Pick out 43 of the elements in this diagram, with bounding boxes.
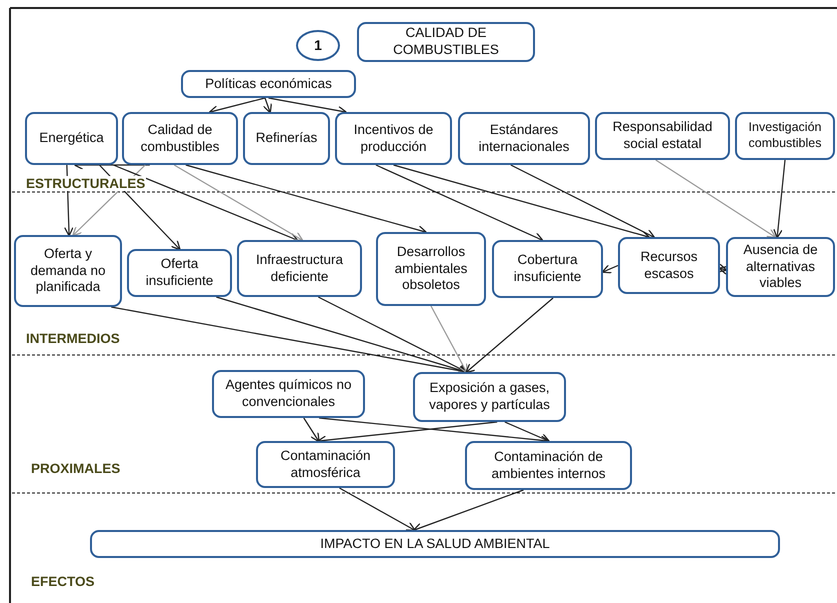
concept-box: Recursos escasos: [618, 237, 720, 294]
arrow: [174, 164, 304, 242]
arrow: [773, 160, 786, 238]
arrow: [602, 264, 618, 274]
arrow: [655, 160, 776, 238]
arrow: [465, 298, 554, 374]
arrow: [339, 487, 416, 532]
concept-box: Exposición a gases, vapores y partículas: [413, 372, 566, 422]
concept-box: Oferta y demanda no planificada: [14, 235, 122, 307]
level-heading: INTERMEDIOS: [25, 331, 121, 346]
concept-box: Desarrollos ambientales obsoletos: [376, 232, 486, 306]
concept-box: IMPACTO EN LA SALUD AMBIENTAL: [90, 530, 780, 558]
arrow: [376, 164, 544, 242]
level-heading: ESTRUCTURALES: [25, 176, 146, 191]
arrow: [262, 98, 272, 114]
concept-box: Responsabilidad social estatal: [595, 112, 730, 160]
number-circle: 1: [296, 30, 340, 61]
concept-box: Políticas económicas: [181, 70, 356, 98]
level-heading: EFECTOS: [30, 574, 96, 589]
concept-box: Cobertura insuficiente: [492, 240, 603, 298]
concept-box: Contaminación atmosférica: [256, 441, 395, 488]
concept-box: Ausencia de alternativas viables: [726, 237, 835, 297]
arrow: [186, 164, 427, 235]
arrow: [510, 164, 656, 238]
concept-box: Incentivos de producción: [335, 112, 452, 165]
arrow: [113, 164, 298, 242]
concept-box: Estándares internacionales: [458, 112, 590, 165]
concept-box: Investigación combustibles: [735, 112, 835, 160]
arrow: [318, 296, 468, 373]
concept-box: Calidad de combustibles: [122, 112, 238, 165]
concept-box: Agentes químicos no convencionales: [212, 370, 365, 418]
arrow: [504, 421, 550, 442]
level-heading: PROXIMALES: [30, 461, 122, 476]
concept-box: Contaminación de ambientes internos: [465, 441, 632, 490]
arrow: [303, 418, 320, 442]
concept-box: Refinerías: [243, 112, 330, 165]
arrow: [430, 306, 468, 374]
arrow: [208, 97, 266, 115]
arrow: [412, 489, 524, 532]
concept-box: Infraestructura deficiente: [237, 240, 362, 297]
concept-box: Energética: [25, 112, 118, 165]
concept-box: CALIDAD DE COMBUSTIBLES: [357, 22, 535, 62]
concept-box: Oferta insuficiente: [127, 249, 232, 297]
